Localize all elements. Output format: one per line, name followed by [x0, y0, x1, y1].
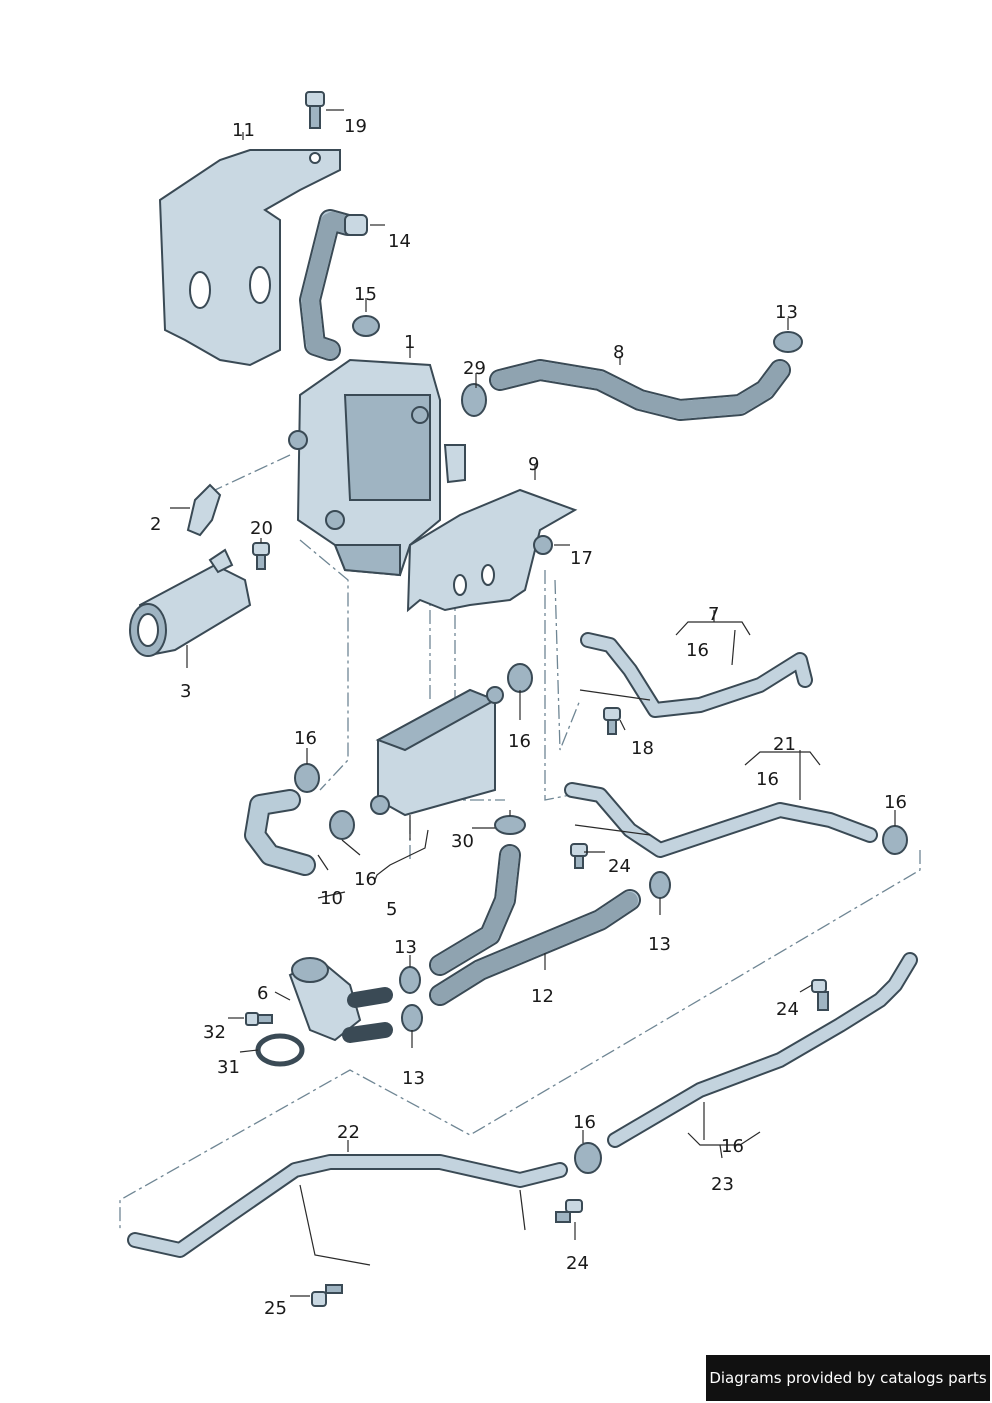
pipe-23: [607, 952, 918, 1148]
hose-14: [299, 209, 368, 361]
callout-6: 6: [257, 983, 268, 1004]
callout-16-pipe21-clamp: 16: [884, 792, 907, 813]
hose-12: [429, 844, 641, 1006]
callout-13-hose12-right: 13: [648, 934, 671, 955]
pump-6: [288, 957, 393, 1043]
bolt-32: [245, 1012, 273, 1026]
clamps-16-muffler: [294, 663, 533, 840]
callout-16-pipe23-clamp: 16: [573, 1112, 596, 1133]
callout-23: 23: [711, 1174, 734, 1195]
bolt-25: [311, 1284, 343, 1307]
leader-lines: [170, 109, 896, 1297]
pipe-21: [564, 782, 878, 858]
clamp-31: [255, 1033, 305, 1067]
hose-8: [489, 359, 791, 421]
callout-19: 19: [344, 116, 367, 137]
callout-30: 30: [451, 831, 474, 852]
clamp-15: [352, 315, 380, 337]
callout-15: 15: [354, 284, 377, 305]
elbow-2: [186, 483, 222, 537]
bolt-24-lower: [555, 1199, 583, 1223]
nut-17: [533, 535, 553, 555]
footer-credit: Diagrams provided by catalogs parts: [706, 1355, 990, 1401]
callout-3: 3: [180, 681, 191, 702]
callout-20: 20: [250, 518, 273, 539]
heater-unit-1: [288, 358, 466, 577]
callout-13-hose12-left: 13: [394, 937, 417, 958]
pipe-22: [127, 1154, 568, 1266]
callout-2: 2: [150, 514, 161, 535]
clamp-13-top: [773, 331, 803, 353]
callout-16-hose10-top: 16: [294, 728, 317, 749]
callout-10: 10: [320, 888, 343, 909]
callout-labels: 19 11 14 15 1 29 8 13 2 9 17 20 3 7 16 1…: [150, 116, 907, 1319]
bracket-9: [406, 488, 578, 613]
clamp-16-pipe21: [882, 825, 908, 855]
callout-12: 12: [531, 986, 554, 1007]
callout-13-top: 13: [775, 302, 798, 323]
clamp-16-pipe23: [574, 1142, 602, 1174]
bolt-24-right: [811, 979, 829, 1011]
bolt-19: [305, 91, 325, 129]
callout-5: 5: [386, 899, 397, 920]
callout-16-muffler-right: 16: [508, 731, 531, 752]
callout-25: 25: [264, 1298, 287, 1319]
callout-16-pipe7: 16: [686, 640, 709, 661]
pump-3: [129, 548, 252, 657]
callout-9: 9: [528, 454, 539, 475]
pipe-7: [579, 632, 813, 718]
callout-24-upper: 24: [608, 856, 631, 877]
hose-10: [244, 789, 316, 876]
callout-13-pump: 13: [402, 1068, 425, 1089]
bracket-11: [158, 149, 341, 367]
bolt-18: [603, 707, 621, 735]
callout-22: 22: [337, 1122, 360, 1143]
bolt-24-upper: [570, 843, 588, 869]
callout-11: 11: [232, 120, 255, 141]
callout-14: 14: [388, 231, 411, 252]
callout-24-right: 24: [776, 999, 799, 1020]
callout-21: 21: [773, 734, 796, 755]
bolt-20: [252, 542, 270, 570]
callout-16-pipe23: 16: [721, 1136, 744, 1157]
callout-29: 29: [463, 358, 486, 379]
callout-18: 18: [631, 738, 654, 759]
callout-17: 17: [570, 548, 593, 569]
clamp-29: [461, 383, 487, 417]
callout-16-muffler-bottom: 16: [354, 869, 377, 890]
clamp-30: [494, 815, 526, 835]
muffler-5: [370, 686, 504, 817]
callout-31: 31: [217, 1057, 240, 1078]
callout-1: 1: [404, 332, 415, 353]
callout-7: 7: [708, 604, 719, 625]
callout-24-lower: 24: [566, 1253, 589, 1274]
callout-16-pipe21: 16: [756, 769, 779, 790]
callout-8: 8: [613, 342, 624, 363]
callout-32: 32: [203, 1022, 226, 1043]
